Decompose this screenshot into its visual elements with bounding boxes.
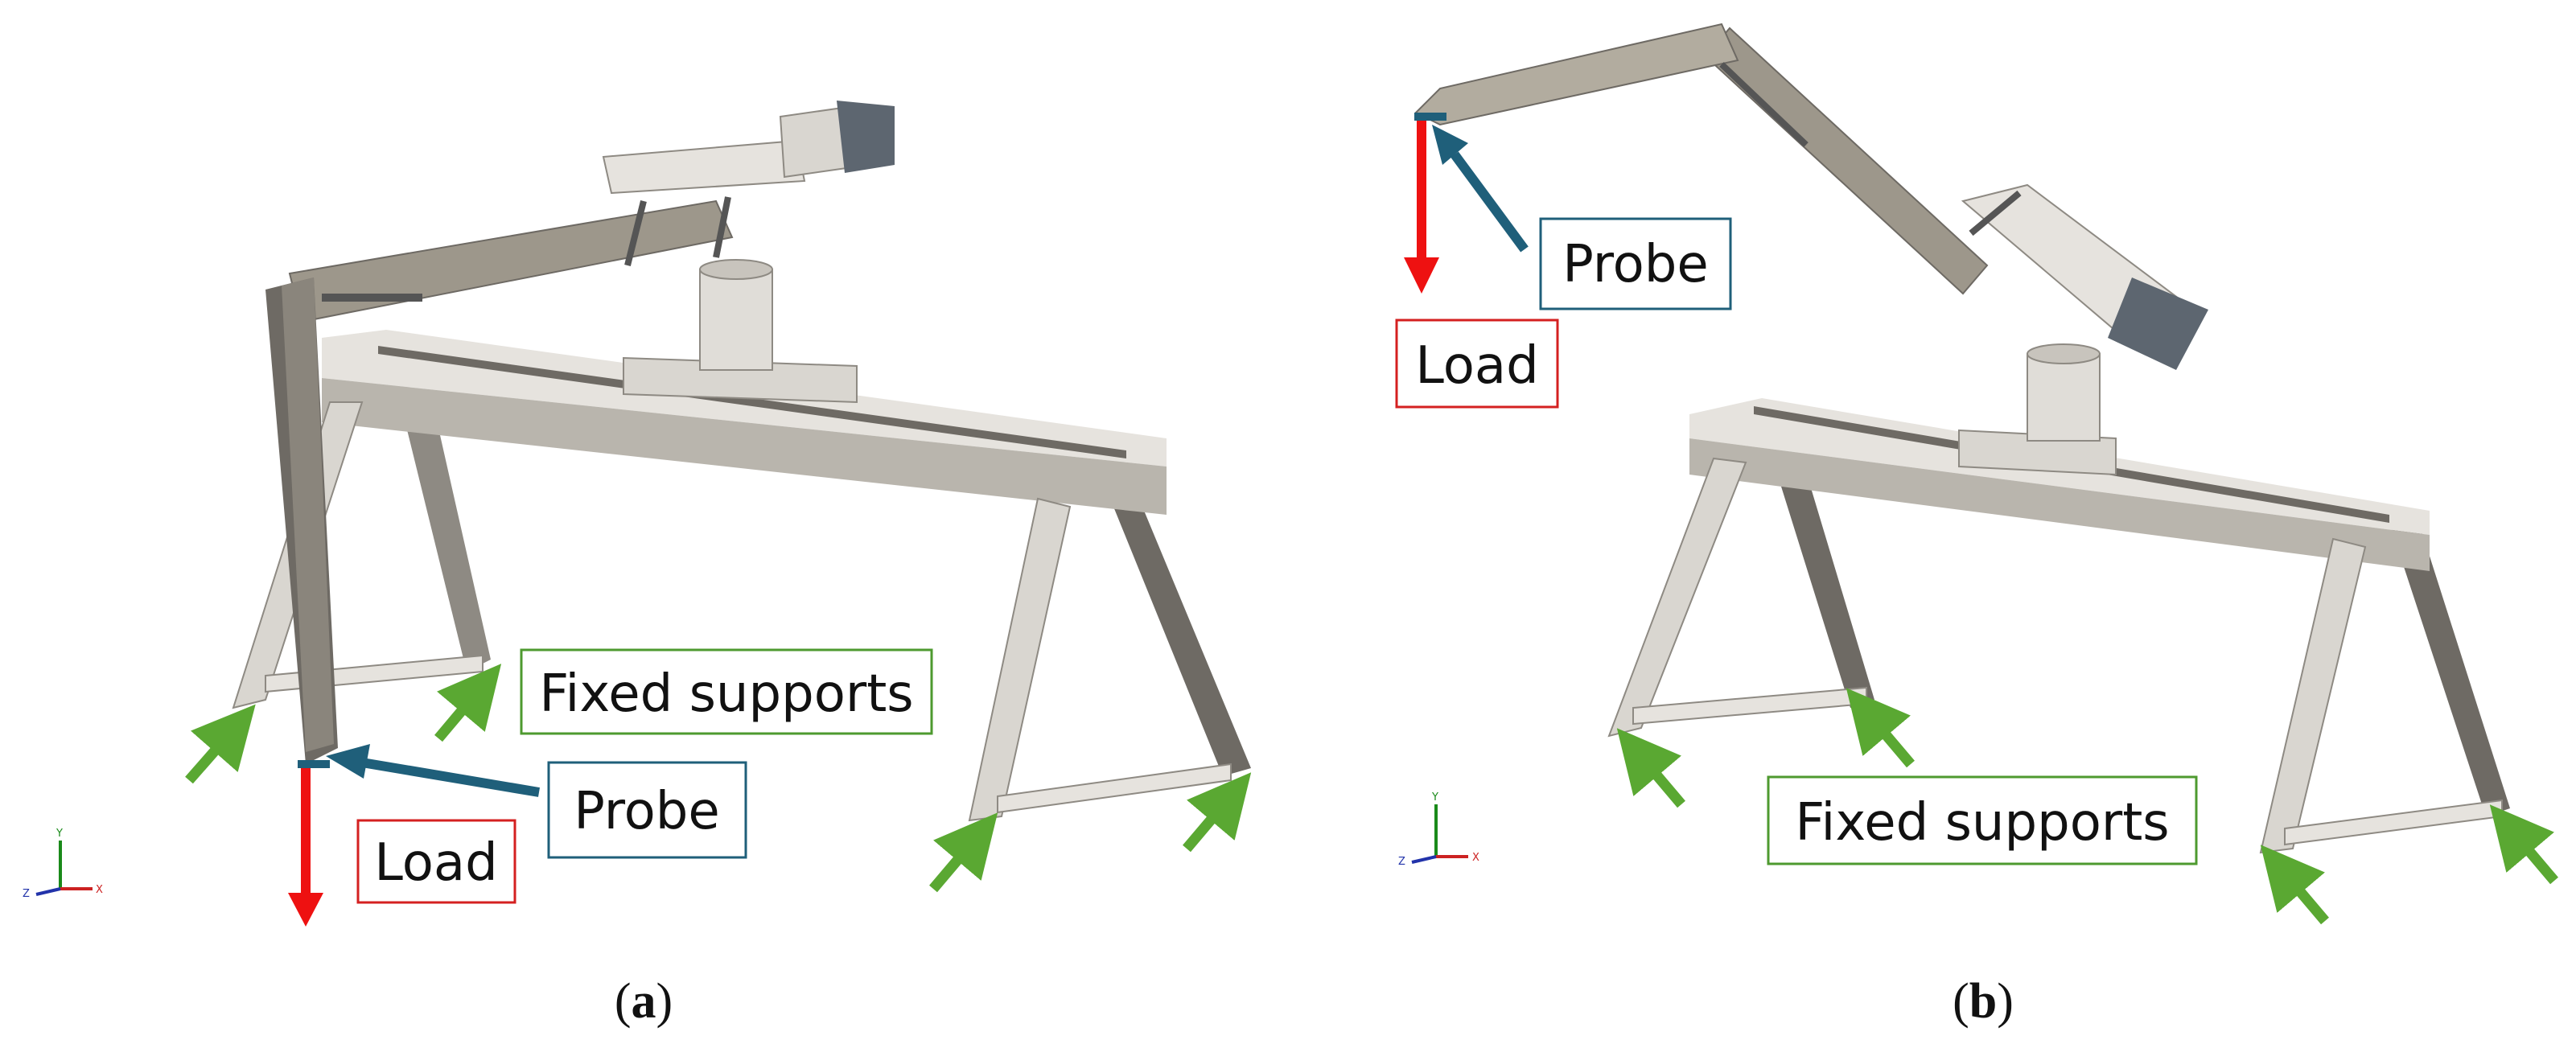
axis-triad-b: Y X Z (1398, 791, 1479, 868)
boom-arm-a (288, 199, 734, 323)
probe-label-a: Probe (547, 761, 747, 859)
svg-text:Probe: Probe (574, 782, 720, 841)
right-front-leg-b (2259, 537, 2367, 854)
fixed-supports-label-a: Fixed supports (520, 648, 933, 735)
load-label-a: Load (356, 819, 516, 904)
support-arrow-a-3 (929, 812, 998, 893)
svg-text:Y: Y (56, 828, 63, 840)
right-foot-bar-a (997, 763, 1232, 814)
right-foot-bar-b (2284, 799, 2503, 846)
head-frame-a (602, 139, 806, 195)
motor-box-a (837, 101, 895, 173)
svg-text:Fixed supports: Fixed supports (1795, 793, 2169, 853)
left-foot-bar-b (1632, 686, 1867, 726)
support-arrows-b (1616, 688, 2558, 925)
panel-a: Fixed supports Probe Load Y X Z (a) (23, 101, 1252, 1029)
column-a (699, 269, 773, 371)
support-arrow-b-1 (1616, 728, 1685, 808)
right-front-leg-a (968, 497, 1072, 822)
right-rear-leg-a (1110, 499, 1251, 776)
svg-text:Y: Y (1431, 791, 1438, 804)
svg-text:Load: Load (374, 833, 498, 893)
forearm-b (1414, 23, 1739, 126)
left-rear-leg-a (402, 410, 491, 672)
svg-text:Z: Z (1398, 856, 1405, 868)
svg-text:Z: Z (23, 888, 30, 900)
support-arrow-b-3 (2260, 845, 2329, 925)
support-arrows-a (185, 664, 1252, 893)
boom-arm-b (1704, 27, 1989, 295)
svg-text:Probe: Probe (1562, 235, 1709, 294)
probe-arrow-a (298, 744, 540, 797)
beam-side-b (1689, 438, 2430, 571)
fixed-supports-label-b: Fixed supports (1767, 775, 2198, 865)
load-arrow-a (288, 768, 323, 927)
support-arrow-a-4 (1183, 772, 1252, 853)
axis-triad-a: Y X Z (23, 828, 103, 900)
svg-text:X: X (1472, 852, 1479, 864)
panel-label-b: (b) (1953, 974, 2014, 1029)
svg-text:X: X (96, 884, 103, 896)
gantry-structure-a (232, 101, 1251, 822)
load-label-b: Load (1395, 319, 1559, 409)
left-front-leg-b (1607, 457, 1747, 738)
svg-text:Fixed supports: Fixed supports (539, 664, 913, 724)
right-rear-leg-b (2389, 523, 2510, 816)
probe-arrow-b (1414, 113, 1529, 253)
gantry-structure-b (1414, 23, 2510, 854)
support-arrow-b-2 (1846, 688, 1915, 768)
panel-b: Probe Load Fixed supports Y X Z (b) (1395, 23, 2558, 1029)
motor-box-b (2108, 277, 2208, 370)
beam-slot-a (378, 346, 1126, 458)
load-arrow-b (1404, 121, 1439, 294)
left-rear-leg-b (1770, 450, 1874, 708)
probe-label-b: Probe (1539, 217, 1732, 310)
column-b (2027, 353, 2101, 442)
probe-point-a (298, 760, 330, 768)
svg-text:Load: Load (1415, 336, 1539, 396)
support-arrow-a-1 (185, 704, 256, 784)
support-arrow-b-4 (2489, 804, 2558, 885)
panel-label-a: (a) (615, 974, 673, 1029)
carriage-a (623, 356, 858, 404)
beam-side-a (322, 378, 1167, 515)
probe-point-b (1414, 113, 1446, 121)
support-arrow-a-2 (434, 664, 502, 742)
